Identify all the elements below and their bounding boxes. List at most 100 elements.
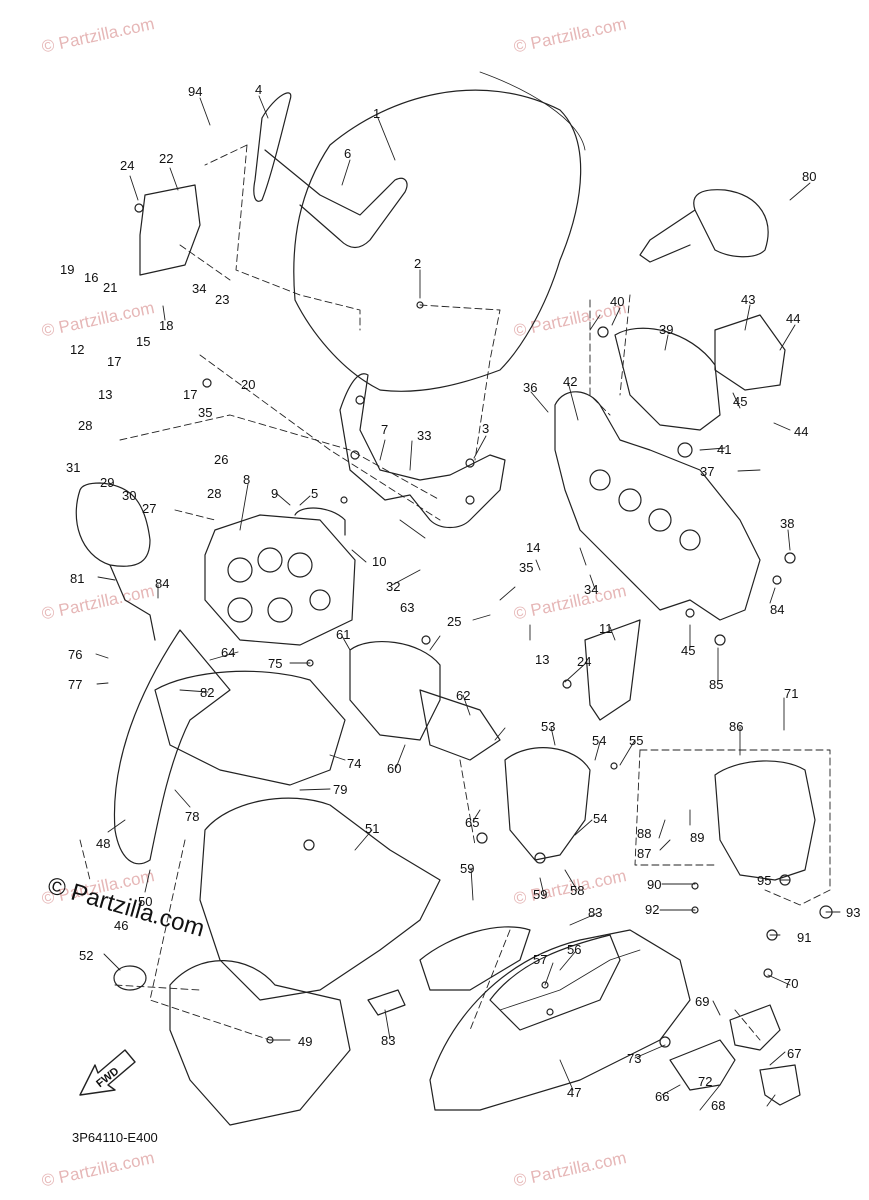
callout: 52 [79, 948, 93, 963]
callout: 56 [567, 942, 581, 957]
callout: 81 [70, 571, 84, 586]
bracket-68 [759, 1064, 801, 1106]
bracket-70 [729, 1004, 781, 1051]
callout: 4 [255, 82, 262, 97]
callout: 21 [103, 280, 117, 295]
callout: 88 [637, 826, 651, 841]
callout: 95 [757, 873, 771, 888]
callout: 13 [535, 652, 549, 667]
front-cowl-51 [199, 797, 441, 1001]
screen-bracket [253, 92, 292, 202]
fwd-arrow-icon [79, 1049, 136, 1096]
callout: 24 [577, 654, 591, 669]
duct-11 [584, 619, 641, 721]
callout: 93 [846, 905, 860, 920]
callout: 12 [70, 342, 84, 357]
callout: 85 [709, 677, 723, 692]
callout: 90 [647, 877, 661, 892]
callout: 68 [711, 1098, 725, 1113]
callout: 28 [78, 418, 92, 433]
callout: 89 [690, 830, 704, 845]
inner-panel-61 [349, 640, 441, 741]
callout: 64 [221, 645, 235, 660]
callout: 51 [365, 821, 379, 836]
callout: 83 [381, 1033, 395, 1048]
stay-bracket [339, 373, 506, 529]
callout: 79 [333, 782, 347, 797]
callout: 10 [372, 554, 386, 569]
callout: 94 [188, 84, 202, 99]
callout: 58 [570, 883, 584, 898]
callout: 47 [567, 1085, 581, 1100]
callout: 34 [192, 281, 206, 296]
callout: 39 [659, 322, 673, 337]
callout: 3 [482, 421, 489, 436]
callout: 8 [243, 472, 250, 487]
callout: 69 [695, 994, 709, 1009]
callout: 5 [311, 486, 318, 501]
headlight-assembly [204, 514, 356, 646]
callout: 23 [215, 292, 229, 307]
callout: 84 [770, 602, 784, 617]
callout: 49 [298, 1034, 312, 1049]
callout: 80 [802, 169, 816, 184]
callout: 76 [68, 647, 82, 662]
callout: 62 [456, 688, 470, 703]
callout: 44 [794, 424, 808, 439]
inner-lower [489, 934, 621, 1031]
callout: 34 [584, 582, 598, 597]
panel-39 [614, 327, 721, 431]
side-cowl-48 [113, 629, 231, 865]
panel-53 [504, 747, 591, 861]
callout: 17 [183, 387, 197, 402]
callout: 13 [98, 387, 112, 402]
callout: 45 [733, 394, 747, 409]
callout: 77 [68, 677, 82, 692]
callout: 40 [610, 294, 624, 309]
callout: 14 [526, 540, 540, 555]
callout: 46 [114, 918, 128, 933]
callout: 74 [347, 756, 361, 771]
callout: 82 [200, 685, 214, 700]
panel-84 [419, 926, 531, 991]
callout: 50 [138, 894, 152, 909]
grommet-83 [367, 989, 406, 1016]
callout: 48 [96, 836, 110, 851]
callout: 61 [336, 627, 350, 642]
callout: 7 [381, 422, 388, 437]
callout: 63 [400, 600, 414, 615]
callout: 9 [271, 486, 278, 501]
callout: 72 [698, 1074, 712, 1089]
callout: 22 [159, 151, 173, 166]
box-87 [714, 760, 816, 881]
callout: 86 [729, 719, 743, 734]
callout: 45 [681, 643, 695, 658]
callout: 84 [155, 576, 169, 591]
diagram-code: 3P64110-E400 [72, 1130, 158, 1145]
callout: 41 [717, 442, 731, 457]
callout: 16 [84, 270, 98, 285]
callout: 37 [700, 464, 714, 479]
leader-lines [95, 95, 841, 1111]
callout: 57 [533, 952, 547, 967]
callout: 65 [465, 815, 479, 830]
callout-labels: 1 2 3 4 5 6 7 8 9 10 11 12 13 13 14 15 1… [60, 82, 860, 1113]
callout: 92 [645, 902, 659, 917]
inner-panel-62 [419, 689, 501, 761]
callout: 71 [784, 686, 798, 701]
callout: 28 [207, 486, 221, 501]
guide-lines [79, 144, 831, 1041]
callout: 38 [780, 516, 794, 531]
callout: 66 [655, 1089, 669, 1104]
callout: 70 [784, 976, 798, 991]
plate-22 [139, 184, 201, 276]
callout: 20 [241, 377, 255, 392]
callout: 73 [627, 1051, 641, 1066]
callout: 26 [214, 452, 228, 467]
callout: 75 [268, 656, 282, 671]
callout: 54 [592, 733, 606, 748]
mirror-left [75, 482, 151, 567]
callout: 31 [66, 460, 80, 475]
callout: 25 [447, 614, 461, 629]
